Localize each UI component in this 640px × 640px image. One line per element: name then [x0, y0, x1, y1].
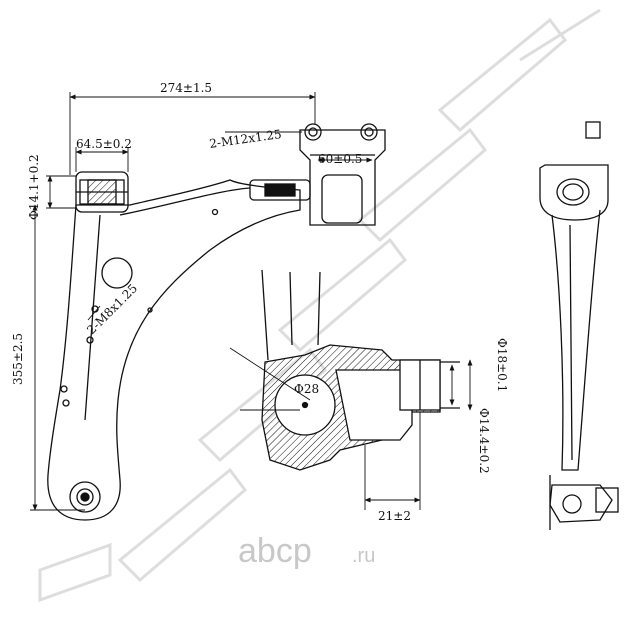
- svg-text:abcp: abcp: [238, 532, 312, 570]
- dimension-lines: [30, 92, 473, 511]
- control-arm-main-view: [47, 171, 311, 521]
- ball-joint-section: [229, 269, 460, 471]
- dim-taper-big: Φ18±0.1: [495, 338, 509, 392]
- dim-length: 274±1.5: [160, 81, 212, 95]
- dim-bracket-width: 60±0.5: [318, 152, 362, 166]
- control-arm-side-view: [539, 121, 619, 530]
- rear-bracket: [299, 123, 386, 226]
- site-watermark: abcp .ru: [238, 532, 375, 570]
- svg-text:.ru: .ru: [352, 545, 375, 567]
- dim-bush-diameter: Φ14.1+0.2: [27, 154, 41, 220]
- dim-taper-length: 21±2: [378, 509, 411, 523]
- dim-bolts: 2-M12x1.25: [208, 127, 282, 151]
- dim-overall-height: 355±2.5: [11, 333, 25, 385]
- dim-taper-small: Φ14.4±0.2: [477, 408, 491, 474]
- dim-bush-width: 64.5±0.2: [76, 137, 132, 151]
- dim-ball-diameter: Φ28: [294, 382, 319, 396]
